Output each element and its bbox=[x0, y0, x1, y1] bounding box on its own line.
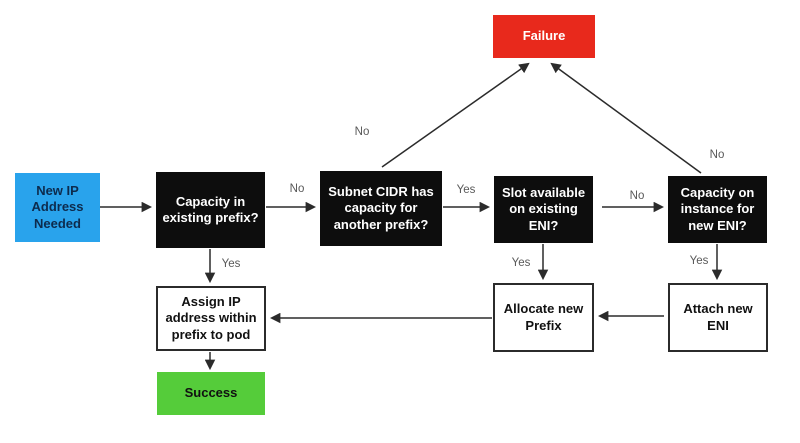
edge-label-yes-slot-to-allocate: Yes bbox=[511, 257, 531, 269]
arrow-subnet-to-failure bbox=[381, 62, 530, 168]
node-new-ip-needed: New IP Address Needed bbox=[15, 173, 100, 242]
edge-label-yes-instance-to-attach: Yes bbox=[689, 255, 709, 267]
arrow-instance-to-failure bbox=[550, 62, 702, 174]
edge-label-no-slot-to-instance: No bbox=[629, 190, 645, 202]
edge-label-no-capacity-to-subnet: No bbox=[289, 183, 305, 195]
node-slot-available-eni: Slot available on existing ENI? bbox=[494, 176, 593, 243]
node-attach-new-eni: Attach new ENI bbox=[668, 283, 768, 352]
edge-label-yes-capacity-to-assign: Yes bbox=[221, 258, 241, 270]
node-allocate-new-prefix: Allocate new Prefix bbox=[493, 283, 594, 352]
edge-label-yes-subnet-to-slot: Yes bbox=[456, 184, 476, 196]
edge-label-no-instance-to-failure: No bbox=[709, 149, 725, 161]
node-capacity-existing-prefix: Capacity in existing prefix? bbox=[156, 172, 265, 248]
node-success: Success bbox=[157, 372, 265, 415]
node-capacity-instance-new-eni: Capacity on instance for new ENI? bbox=[668, 176, 767, 243]
node-assign-ip-to-pod: Assign IP address within prefix to pod bbox=[156, 286, 266, 351]
node-failure: Failure bbox=[493, 15, 595, 58]
node-subnet-cidr-capacity: Subnet CIDR has capacity for another pre… bbox=[320, 171, 442, 246]
edge-label-no-subnet-to-failure: No bbox=[354, 126, 370, 138]
